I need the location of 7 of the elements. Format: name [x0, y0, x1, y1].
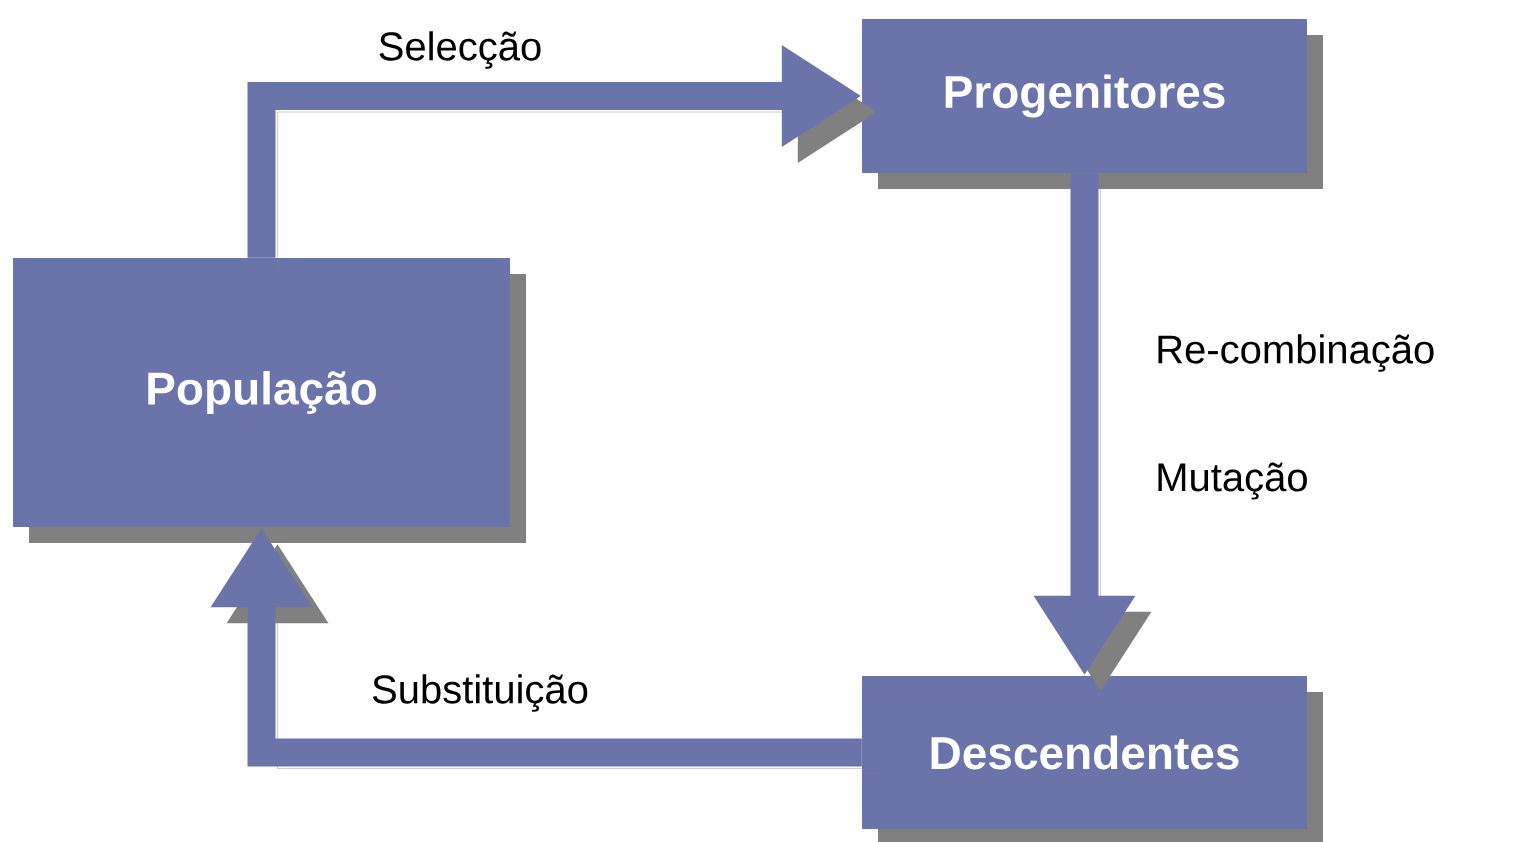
- process-box: Progenitores: [862, 19, 1307, 173]
- edge-label: Selecção: [375, 29, 545, 71]
- process-label: Mutação: [1158, 462, 1307, 500]
- process-box: Descendentes: [862, 676, 1307, 829]
- edge-label: Substituição: [369, 672, 591, 714]
- edge-label: Re-combinação: [1153, 332, 1438, 374]
- process-box: População: [13, 258, 510, 527]
